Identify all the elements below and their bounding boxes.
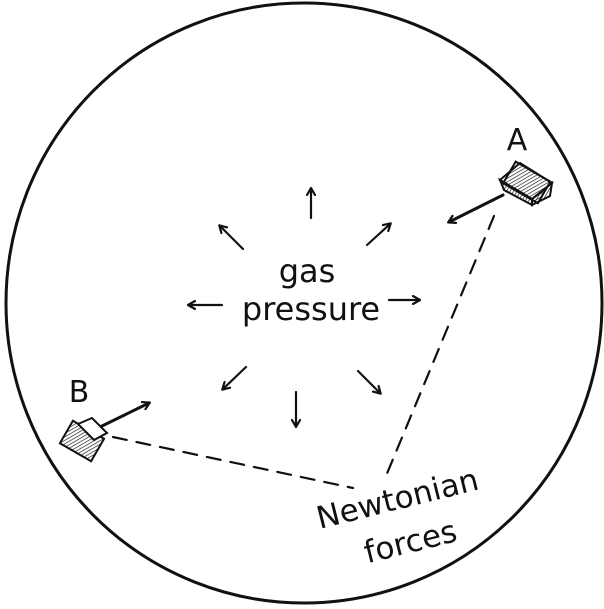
block-a	[500, 162, 552, 205]
force-arrow-a	[449, 195, 503, 222]
block-a-label: A	[507, 123, 528, 158]
pressure-arrow-down-left	[223, 367, 246, 389]
newtonian-label: Newtonian	[313, 462, 482, 537]
block-b	[60, 418, 107, 461]
pressure-arrow-up-left	[220, 226, 243, 249]
force-arrow-b	[102, 403, 149, 426]
newtonian-line-a	[386, 216, 494, 476]
newtonian-line-b	[113, 437, 353, 488]
gas-label: gas	[279, 252, 336, 290]
pressure-arrow-down-right	[358, 371, 380, 393]
pressure-label: pressure	[242, 290, 380, 328]
block-b-label: B	[69, 375, 90, 410]
pressure-arrow-up-right	[367, 224, 390, 245]
